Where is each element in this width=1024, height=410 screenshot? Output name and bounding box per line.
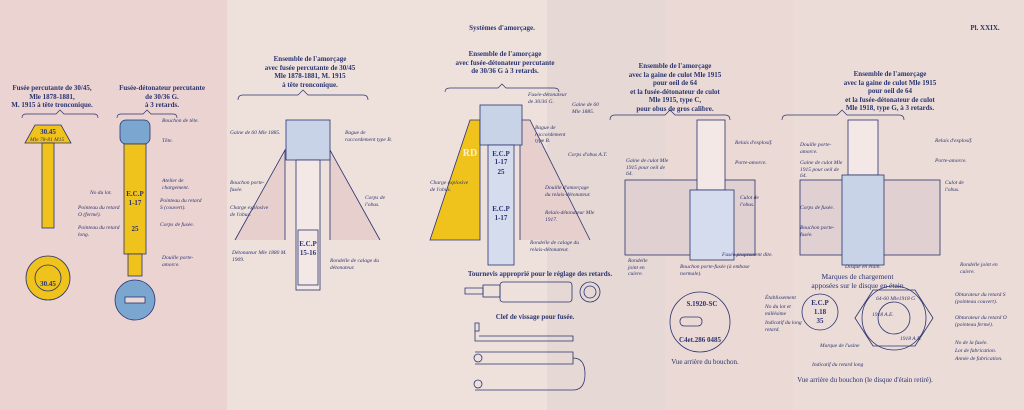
wrench-drawing	[473, 322, 586, 391]
plate-number: Pl. XXIX.	[970, 24, 1000, 32]
hex-mark: 1918 A.E.	[900, 336, 922, 342]
fig2-label: Pointeau du retard O (fermé).	[78, 205, 120, 218]
marks-right-label: Obturateur du retard S (pointeau couvert…	[955, 292, 1006, 305]
fig3-label: Détonateur Mle 1880 M. 1909.	[232, 250, 287, 263]
fig2-label: No du lot.	[90, 190, 112, 196]
fig4-caption: Ensemble de l'amorçage avec fusée-détona…	[455, 50, 555, 75]
fig1-caption: Fusée percutante de 30/45, Mle 1878-1881…	[11, 84, 93, 109]
fig5-mark: S.1920-SC	[686, 300, 718, 308]
marks-left-label: No du lot et millésime	[765, 304, 791, 317]
marks-title: Marques de chargement apposées sur le di…	[811, 272, 904, 290]
fig3-label: Rondelle de calage du détonateur.	[330, 258, 380, 271]
fig2-label: Tête.	[162, 138, 173, 144]
marks-right-label: Obturateur du retard O (pointeau fermé).	[955, 315, 1007, 328]
screwdriver-drawing	[464, 281, 601, 303]
fig5-rear-caption: Vue arrière du bouchon.	[671, 358, 739, 366]
fig4-mark: E.C.P	[492, 205, 510, 213]
fuse-30-36-drawing	[114, 119, 156, 321]
wrench-caption: Clef de vissage pour fusée.	[495, 313, 575, 321]
marks-left-label: Indicatif du retard long	[812, 362, 864, 368]
fig6-label: Rondelle joint en cuivre.	[960, 262, 998, 275]
marks-right-label: Lot de fabrication.	[955, 348, 997, 354]
fig3-label: Corps de l'obus.	[365, 195, 386, 208]
fig6-label: Porte-amorce.	[935, 158, 967, 164]
fig3-label: Charge explosive de l'obus.	[230, 205, 269, 218]
fig2-label: Pointeau du retard long.	[78, 225, 120, 238]
fig6-label: Bouchon porte-fusée.	[800, 225, 835, 238]
fig5-label: Porte-amorce.	[735, 160, 767, 166]
fig4-label: Fusée-détonateur de 30/36 G.	[528, 92, 567, 105]
fig2-caption: Fusée-détonateur percutante de 30/36 G. …	[119, 84, 205, 109]
disc-mark: 1.18	[813, 308, 827, 316]
fig6-label: Relais d'explosif.	[935, 138, 973, 144]
marks-disc-drawing	[801, 285, 934, 351]
fig3-label: Bague de raccordement type B.	[345, 130, 392, 143]
fig3-mark: E.C.P	[299, 240, 317, 248]
marks-right-label: No de la fusée.	[955, 340, 988, 346]
fig2-mark: 1-17	[128, 199, 142, 207]
fig6-label: Culot de l'obus.	[945, 180, 964, 193]
marks-left-label: Marque de l'usine	[820, 343, 860, 349]
fig4-mark: 1-17	[494, 214, 508, 222]
fig4-label: Charge explosive de l'obus.	[430, 180, 469, 193]
fig1-mark: Mle 78-81 M15	[30, 137, 65, 143]
marks-left-label: Établissement	[765, 295, 796, 301]
screwdriver-caption: Tournevis approprié pour le réglage des …	[467, 270, 613, 278]
base-fuse-type-g-drawing	[799, 119, 941, 266]
fig4-mark: E.C.P	[492, 150, 510, 158]
assembly-30-36-drawing	[429, 104, 591, 266]
fig6-caption: Ensemble de l'amorçage avec la gaine de …	[843, 70, 937, 112]
panel-1	[0, 0, 227, 410]
fig3-mark: 15-16	[299, 249, 317, 257]
fig5-mark: C4et.286 0485	[679, 336, 721, 344]
fig4-label: Relais-détonateur Mle 1917.	[545, 210, 595, 223]
marks-caption: Vue arrière du bouchon (le disque d'étai…	[797, 376, 933, 384]
fig1-mark: 30.45	[40, 128, 56, 136]
fuse-30-45-drawing	[24, 124, 72, 301]
fig2-mark: 25	[131, 225, 139, 233]
fig2-mark: E.C.P	[126, 190, 144, 198]
fig4-label: Douille d'amorçage du relais-détonateur.	[545, 185, 591, 198]
fig4-mark: 25	[497, 168, 505, 176]
marks-left-label: Indicatif du long retard.	[765, 320, 802, 333]
fig4-label: Gaine de 60 Mle 1885.	[572, 102, 599, 115]
fig2-label: Bouchon de tête.	[162, 118, 199, 124]
fig4-label: Bague de raccordement type B.	[535, 125, 566, 144]
plate-title: Systèmes d'amorçage.	[469, 24, 535, 32]
fig2-label: Corps de fusée.	[160, 222, 195, 228]
fig1-mark: 30.45	[40, 280, 56, 288]
fig3-caption: Ensemble de l'amorçage avec fusée percut…	[264, 55, 356, 89]
hex-mark: 1918 A.E.	[872, 312, 894, 318]
fig6-label: Corps de fusée.	[800, 205, 835, 211]
fig4-label: Rondelle de calage du relais-détonateur.	[530, 240, 580, 253]
fig2-label: Douille porte-amorce.	[162, 255, 194, 268]
fig5-label: Fusée proprement dite.	[722, 252, 773, 258]
fig6-label: Gaine de culot Mle 1915 pour oeil de 64.	[800, 160, 843, 179]
fig5-label: Gaine de culot Mle 1915 pour oeil de 64.	[626, 158, 669, 177]
fig5-label: Bouchon porte-fusée (à embase normale).	[680, 264, 750, 277]
fig4-label: Corps d'obus A.T.	[568, 152, 608, 158]
fig5-label: Rondelle joint en cuivre.	[628, 258, 648, 277]
disc-mark: E.C.P	[811, 299, 829, 307]
base-fuse-type-c-drawing	[624, 119, 756, 353]
marks-right-label: Année de fabrication.	[955, 356, 1003, 362]
brace-marks	[21, 83, 905, 121]
fig3-label: Bouchon porte-fusée.	[230, 180, 265, 193]
hex-mark: 64-60 Mle1918 G	[876, 296, 916, 302]
fig4-mark: 1-17	[494, 158, 508, 166]
fig4-mark: RD	[462, 148, 478, 159]
fig3-label: Gaine de 60 Mle 1885.	[230, 130, 281, 136]
fig2-label: Pointeau du retard S (couvert).	[160, 198, 202, 211]
disc-mark: 35	[816, 317, 824, 325]
fig5-label: Relais d'explosif.	[735, 140, 773, 146]
fig2-label: Atelier de chargement.	[162, 178, 190, 191]
fig5-caption: Ensemble de l'amorçage avec la gaine de …	[628, 62, 722, 113]
fig6-label: Disque en étain.	[845, 264, 881, 270]
fig5-label: Culot de l'obus.	[740, 195, 759, 208]
fig6-label: Douille porte-amorce.	[800, 142, 832, 155]
assembly-30-45-drawing	[234, 119, 381, 291]
